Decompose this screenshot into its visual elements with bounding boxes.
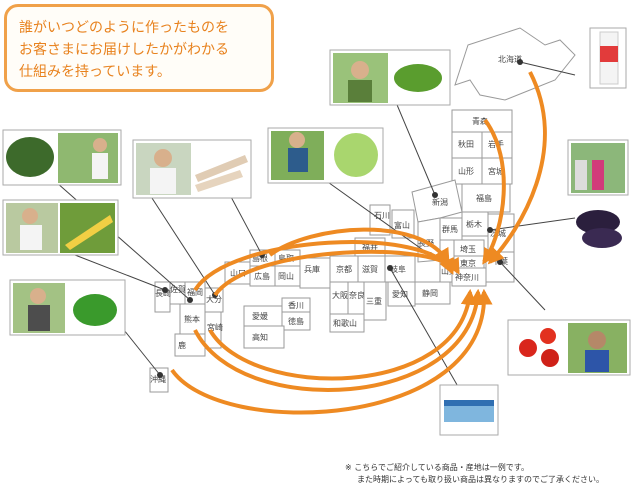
pref-label-aomori: 青森	[472, 116, 488, 126]
pref-label-hokkaido: 北海道	[498, 54, 522, 64]
pref-label-nara: 奈良	[349, 290, 365, 300]
photo-panel-hokkaido-milk	[589, 27, 627, 89]
photo-panel-edamame	[329, 49, 451, 106]
pref-label-yamaguchi: 山口	[230, 268, 246, 278]
pref-label-tottori: 鳥取	[278, 253, 294, 263]
pref-label-okayama: 岡山	[278, 271, 294, 281]
intro-line: お客さまにお届けしたかがわかる	[19, 42, 229, 58]
pref-label-niigata: 新潟	[432, 197, 448, 207]
region-hokkaido: 北海道	[454, 27, 576, 101]
pref-label-shiga: 滋賀	[362, 264, 378, 274]
photo-panel-tomato	[507, 319, 631, 376]
photo-panel-green-pepper	[9, 279, 126, 336]
delivery-arrows	[170, 71, 547, 415]
photo-panel-natto	[439, 384, 499, 436]
leader-lines	[47, 61, 576, 391]
pref-label-akita: 秋田	[458, 139, 474, 149]
pref-label-kyoto: 京都	[336, 264, 352, 274]
photo-panel-daikon	[132, 139, 252, 199]
intro-line: 仕組みを持っています。	[19, 64, 171, 80]
pref-label-shimane: 島根	[252, 253, 268, 263]
pref-label-okinawa: 沖縄	[150, 374, 166, 384]
pref-label-miyazaki: 宮崎	[207, 322, 223, 332]
pref-label-wakayama: 和歌山	[333, 318, 357, 328]
pref-label-saitama: 埼玉	[460, 244, 476, 254]
disclaimer-line: ※ こちらでご紹介している商品・産地は一例です。	[345, 463, 529, 472]
pref-label-tokushima: 徳島	[288, 316, 304, 326]
region-kinki: 滋賀 京都 兵庫 大阪 奈良 三重 和歌山	[299, 255, 387, 333]
pref-label-fukui: 福井	[362, 242, 378, 252]
region-tohoku: 青森 秋田 岩手 山形 宮城 福島	[451, 109, 513, 213]
pref-label-kumamoto: 熊本	[184, 314, 200, 324]
photo-panel-eggplant	[567, 139, 629, 248]
photo-panel-corn	[2, 199, 119, 256]
region-chugoku-shikoku: 島根 鳥取 山口 広島 岡山 香川 愛媛 徳島 高知	[224, 249, 311, 349]
photo-panel-pumpkin	[2, 129, 122, 186]
pref-label-kagoshima: 鹿	[178, 340, 186, 350]
pref-label-osaka: 大阪	[332, 290, 348, 300]
pref-label-shizuoka: 静岡	[422, 288, 438, 298]
intro-line: 誰がいつどのように作ったものを	[19, 20, 229, 36]
pref-label-hyogo: 兵庫	[304, 264, 320, 274]
pref-label-gifu: 岐阜	[390, 264, 406, 274]
pref-label-nagasaki: 長崎	[155, 288, 171, 298]
pref-label-aichi: 愛知	[392, 289, 408, 299]
pref-label-ishikawa: 石川	[374, 211, 390, 220]
pref-label-kagawa: 香川	[288, 300, 304, 310]
pref-label-yamagata: 山形	[458, 166, 474, 176]
pref-label-ehime: 愛媛	[252, 311, 268, 321]
pref-label-oita: 大分	[206, 294, 222, 304]
pref-label-tochigi: 栃木	[466, 219, 482, 229]
pref-label-fukushima: 福島	[476, 193, 492, 203]
pref-label-gunma: 群馬	[442, 224, 458, 234]
intro-callout: 誰がいつどのように作ったものを お客さまにお届けしたかがわかる 仕組みを持ってい…	[4, 4, 274, 92]
pref-label-kanagawa: 神奈川	[455, 272, 479, 282]
pref-label-fukuoka: 福岡	[187, 288, 203, 297]
pref-label-mie: 三重	[366, 296, 382, 306]
pref-label-miyagi: 宮城	[488, 166, 504, 176]
region-kyushu: 福岡 佐賀 長崎 大分 熊本 宮崎 鹿 沖縄	[149, 281, 224, 393]
disclaimer-line: また時期によっても取り扱い商品は異なりますのでご了承ください。	[357, 475, 604, 484]
photo-panel-lettuce	[267, 127, 384, 184]
pref-label-hiroshima: 広島	[254, 271, 270, 281]
pref-label-toyama: 富山	[394, 220, 410, 230]
disclaimer-note: ※ こちらでご紹介している商品・産地は一例です。 また時期によっても取り扱い商品…	[345, 462, 604, 486]
pref-label-kochi: 高知	[252, 332, 268, 342]
pref-label-tokyo: 東京	[460, 258, 476, 268]
